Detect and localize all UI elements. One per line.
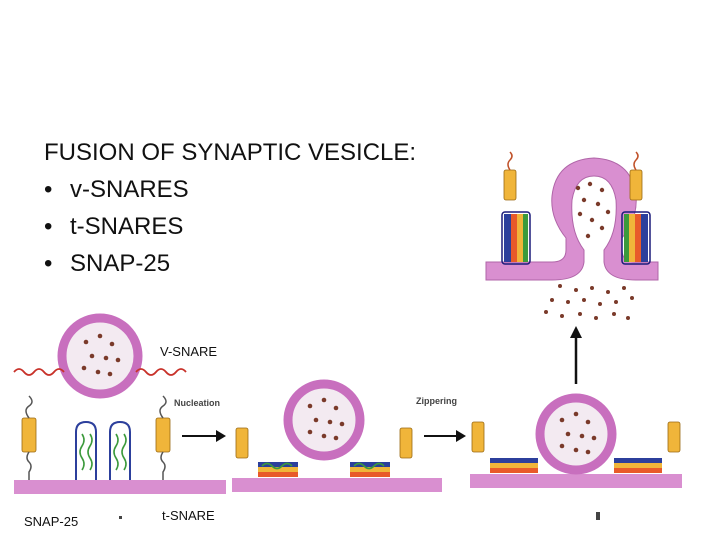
nucleation-arrow: Nucleation <box>174 398 226 442</box>
synaptic-vesicle <box>283 379 365 461</box>
nucleation-label: Nucleation <box>174 398 220 408</box>
bullet-text: t-SNARES <box>70 213 184 240</box>
vesicle-cargo <box>575 181 611 239</box>
vesicle-cargo <box>307 397 345 441</box>
bullet-marker: • <box>44 213 53 240</box>
plasma-membrane-fusing <box>485 157 659 281</box>
snap25-label: SNAP-25 <box>24 514 79 529</box>
zippering-arrow: Zippering <box>416 396 466 442</box>
synaptic-vesicle <box>57 313 143 399</box>
t-snare-syntaxin <box>471 421 485 453</box>
trans-snare-complex-left <box>258 462 298 477</box>
v-snare-right <box>135 368 187 376</box>
stage-nucleation <box>232 379 442 492</box>
small-mark <box>119 516 122 519</box>
v-snare-left <box>13 368 65 376</box>
snare-complex-left <box>501 151 531 265</box>
trans-snare-complex-right <box>614 458 662 473</box>
bullet-marker: • <box>44 250 53 277</box>
bullet-text: SNAP-25 <box>70 250 171 277</box>
bullet-text: v-SNARES <box>70 176 189 203</box>
small-mark <box>596 512 600 520</box>
t-snare-syntaxin <box>155 395 171 480</box>
slide-heading: FUSION OF SYNAPTIC VESICLE: <box>44 139 417 166</box>
synaptic-vesicle <box>535 393 617 475</box>
plasma-membrane <box>232 478 442 492</box>
snare-complex-right <box>621 151 651 265</box>
plasma-membrane <box>470 474 682 488</box>
fusion-pore-panel <box>485 151 659 320</box>
trans-snare-complex-right <box>350 462 390 477</box>
t-snare-syntaxin <box>667 421 681 453</box>
bullet-list: FUSION OF SYNAPTIC VESICLE: • v-SNARES • t… <box>44 134 416 282</box>
t-snare-syntaxin <box>399 427 413 459</box>
vesicle-cargo <box>559 411 597 455</box>
plasma-membrane <box>14 480 226 494</box>
bullet-item: • SNAP-25 <box>44 245 416 282</box>
snap25-complex <box>75 420 131 480</box>
t-snare-syntaxin <box>235 427 249 459</box>
up-arrow <box>570 326 582 384</box>
stage-docking <box>13 313 226 494</box>
zippering-label: Zippering <box>416 396 457 406</box>
released-neurotransmitter <box>544 284 634 320</box>
t-snare-syntaxin <box>21 395 37 480</box>
stage-zippering <box>470 393 682 488</box>
vesicle-cargo <box>81 333 121 377</box>
bullet-marker: • <box>44 176 53 203</box>
bullet-item: • v-SNARES <box>44 171 416 208</box>
v-snare-label: V-SNARE <box>160 344 218 359</box>
bullet-item: • t-SNARES <box>44 208 416 245</box>
trans-snare-complex-left <box>490 458 538 473</box>
t-snare-label: t-SNARE <box>162 508 215 523</box>
